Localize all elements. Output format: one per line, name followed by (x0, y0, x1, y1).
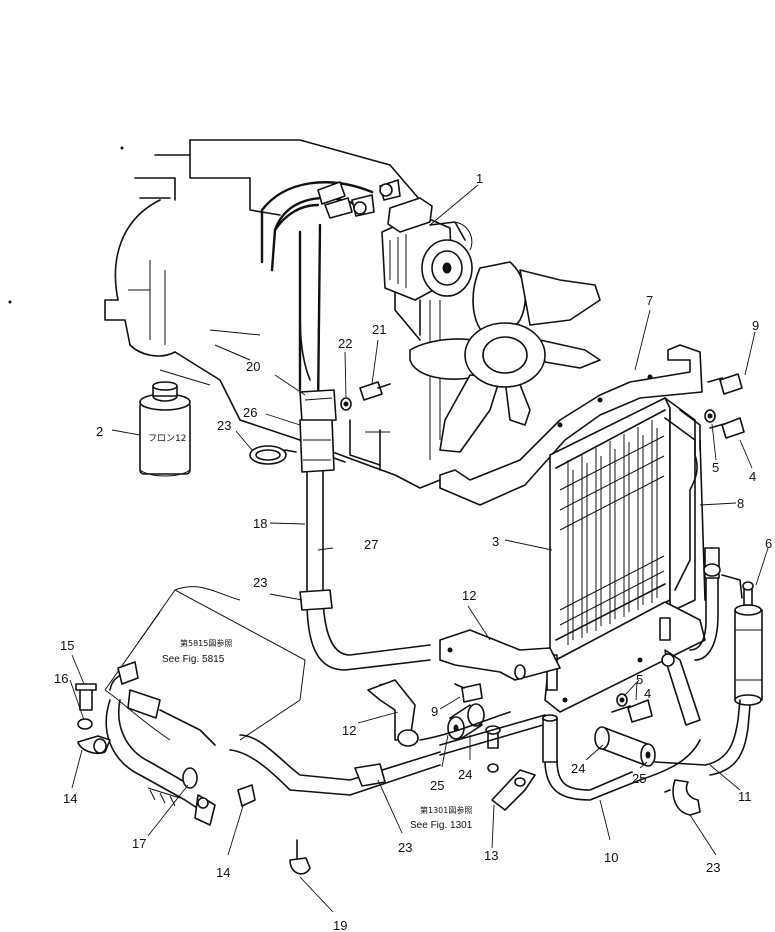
callout-8: 8 (737, 496, 744, 511)
cooling-fan (409, 261, 601, 453)
callout-25-right: 25 (632, 771, 646, 786)
hose-to-condenser (661, 547, 721, 726)
callout-16: 16 (54, 671, 68, 686)
receiver-drier (654, 574, 763, 776)
callout-24-middle: 24 (458, 767, 472, 782)
callout-23-mid: 23 (253, 575, 267, 590)
callout-12-upper: 12 (462, 588, 476, 603)
callout-19: 19 (333, 918, 347, 932)
engine-block (104, 139, 441, 489)
callout-13: 13 (484, 848, 498, 863)
clamp-13 (485, 725, 536, 811)
compressor (381, 197, 473, 301)
callout-18: 18 (253, 516, 267, 531)
hose-clamp-23-left (249, 445, 297, 465)
condenser (544, 397, 706, 713)
callout-25-middle: 25 (430, 778, 444, 793)
fig1301-note-en: See Fig. 1301 (410, 820, 473, 831)
callout-23-right: 23 (706, 860, 720, 875)
lower-left-hose (105, 661, 216, 826)
middle-hoses (229, 679, 546, 796)
fig5815-note-ja: 第5815図参照 (180, 638, 232, 648)
callout-14-left: 14 (63, 791, 77, 806)
callout-4-lower: 4 (644, 686, 651, 701)
callout-2: 2 (96, 424, 103, 439)
callout-10: 10 (604, 850, 618, 865)
callout-22: 22 (338, 336, 352, 351)
bolts-4-5-9 (454, 373, 745, 723)
margin-dot (120, 146, 124, 150)
callout-12-lower: 12 (342, 723, 356, 738)
callout-11: 11 (738, 789, 752, 804)
bracket-7 (439, 344, 703, 506)
callout-14-right: 14 (216, 865, 230, 880)
callout-3: 3 (492, 534, 499, 549)
callout-9-upper: 9 (752, 318, 759, 333)
hose-10 (542, 714, 701, 801)
callout-24-right: 24 (571, 761, 585, 776)
callout-5-lower: 5 (636, 672, 643, 687)
callout-5-upper: 5 (712, 460, 719, 475)
callout-4-upper: 4 (749, 469, 756, 484)
filter-24-right (594, 726, 656, 767)
callout-9-lower: 9 (431, 704, 438, 719)
fig5815-note-en: See Fig. 5815 (162, 654, 225, 665)
callout-1: 1 (476, 171, 483, 186)
callout-21: 21 (372, 322, 386, 337)
leader-lines (69, 184, 769, 913)
upper-hoses (260, 179, 401, 412)
refrigerant-can: フロン12 (139, 381, 191, 477)
callout-15: 15 (60, 638, 74, 653)
callout-17: 17 (132, 836, 146, 851)
callout-23-bottom: 23 (398, 840, 412, 855)
margin-dot (8, 300, 12, 304)
can-label: フロン12 (148, 434, 186, 444)
vertical-hoses (299, 389, 431, 671)
hose-clamp-23-right (664, 779, 701, 816)
bolt-21-washer-22 (340, 381, 391, 411)
fig1301-note-ja: 第1301図参照 (420, 805, 472, 815)
callout-27: 27 (364, 537, 378, 552)
callout-6: 6 (765, 536, 772, 551)
callout-numbers: 1 2 3 4 4 5 5 6 7 8 9 9 10 11 12 12 13 1… (54, 171, 772, 932)
bolts-14-15-16 (75, 683, 256, 807)
callout-7: 7 (646, 293, 653, 308)
callout-26: 26 (243, 405, 257, 420)
clamp-19 (289, 839, 311, 875)
callout-20: 20 (246, 359, 260, 374)
callout-23-upper-left: 23 (217, 418, 231, 433)
shroud-8 (664, 417, 706, 601)
bracket-12 (439, 629, 561, 681)
filter-24-middle (447, 703, 485, 740)
fuel-tank-reference: 第5815図参照 See Fig. 5815 (104, 586, 306, 741)
